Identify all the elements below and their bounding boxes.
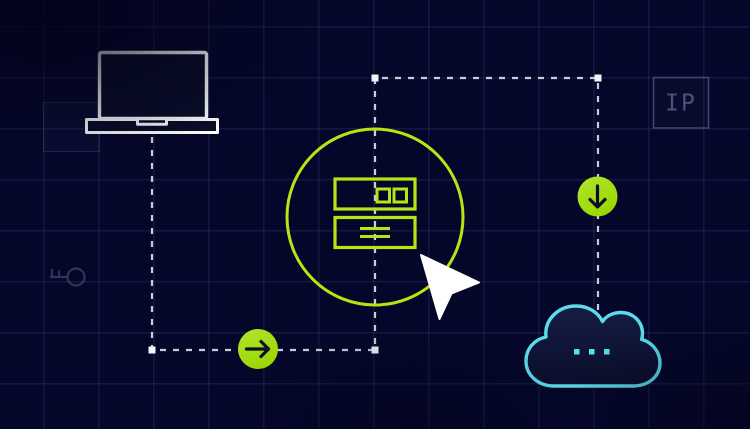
server-led-left [375, 187, 391, 204]
corner-node [594, 74, 602, 82]
ip-badge-label: IP [665, 91, 697, 117]
arrow-down-icon [577, 176, 618, 217]
server-text-lines [360, 227, 390, 238]
laptop-base [85, 118, 219, 134]
laptop-screen [97, 50, 209, 121]
dashed-connector-path [150, 76, 600, 352]
cloud-dots [574, 349, 610, 355]
cloud-outline [524, 304, 662, 388]
ip-badge: IP [652, 76, 710, 129]
arrow-right-icon [238, 329, 278, 369]
server-led-right [392, 187, 408, 204]
corner-node [148, 346, 156, 354]
cloud-icon [524, 304, 662, 388]
corner-node [371, 346, 379, 354]
key-icon [49, 267, 86, 287]
corner-node [371, 74, 379, 82]
laptop-icon [85, 50, 219, 134]
